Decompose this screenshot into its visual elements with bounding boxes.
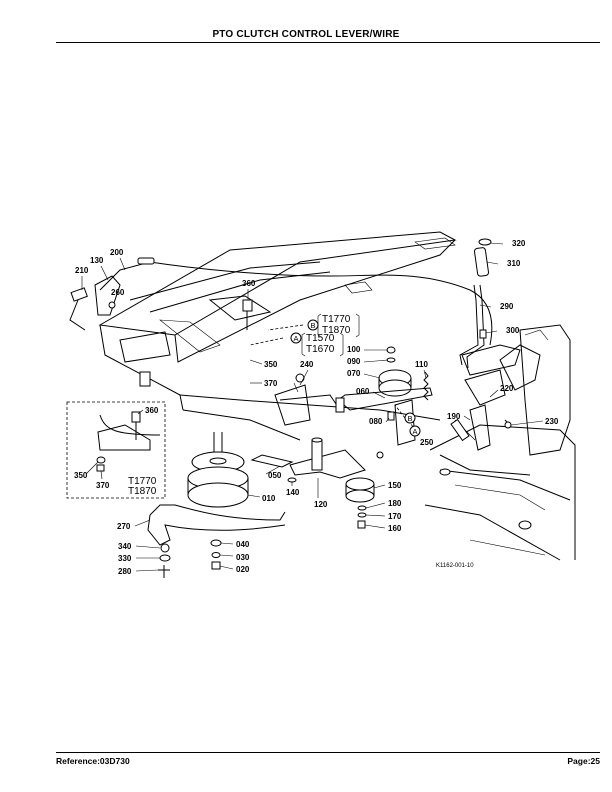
model-label: T1670 [306, 344, 335, 355]
control-lever [450, 238, 521, 451]
part-label: 050 [268, 471, 282, 480]
model-label: T1870 [322, 325, 351, 336]
part-label: 090 [347, 357, 361, 366]
part-label: 360 [242, 279, 256, 288]
part-label: 240 [300, 360, 314, 369]
part-label: 280 [118, 567, 132, 576]
part-label: 310 [507, 259, 521, 268]
frame-illustration [98, 231, 576, 561]
part-label: 370 [264, 379, 278, 388]
label-leaders [81, 242, 544, 572]
footer-rule [56, 752, 600, 753]
model-label: T1570 [306, 333, 335, 344]
part-label: 160 [388, 524, 402, 533]
connector-marker-a: A [413, 427, 418, 436]
part-label: 070 [347, 369, 361, 378]
part-label: 180 [388, 499, 402, 508]
tension-arm [274, 373, 433, 483]
part-label: 110 [415, 360, 428, 369]
part-label: 100 [347, 345, 361, 354]
part-label: 210 [75, 266, 89, 275]
part-label: 010 [262, 494, 276, 503]
model-callouts: T1770 T1870 T1570 T1670 T1770 T1870 B A … [128, 313, 474, 569]
part-label: 330 [118, 554, 132, 563]
part-label: 150 [388, 481, 402, 490]
pulleys-belt-guide [147, 346, 429, 578]
part-label: 230 [545, 417, 559, 426]
inset-model-label: T1770 [128, 476, 157, 487]
part-label: 370 [96, 481, 110, 490]
part-label: 320 [512, 239, 526, 248]
part-label: 120 [314, 500, 328, 509]
part-label: 030 [236, 553, 250, 562]
part-label: 080 [369, 417, 383, 426]
part-label: 340 [118, 542, 132, 551]
part-label: 360 [145, 406, 159, 415]
header-rule [56, 42, 600, 43]
part-label: 270 [117, 522, 131, 531]
inset-detail [66, 401, 166, 499]
part-label: 040 [236, 540, 250, 549]
model-label: T1770 [322, 314, 351, 325]
part-label: 200 [110, 248, 124, 257]
part-label: 130 [90, 256, 104, 265]
inset-model-label: T1870 [128, 486, 157, 497]
connector-marker-b: B [408, 414, 413, 423]
page-title: PTO CLUTCH CONTROL LEVER/WIRE [212, 29, 400, 40]
connector-marker-b: B [311, 321, 316, 330]
part-label: 290 [500, 302, 514, 311]
part-label: 350 [74, 471, 88, 480]
connector-marker-a: A [294, 334, 299, 343]
part-labels: 010 020 030 040 050 060 070 080 090 100 … [74, 239, 559, 576]
pto-wire [69, 257, 493, 346]
part-label: 250 [420, 438, 434, 447]
reference-number: Reference:03D730 [56, 756, 130, 766]
part-label: 170 [388, 512, 402, 521]
part-label: 020 [236, 565, 250, 574]
part-label: 060 [356, 387, 370, 396]
page-number: Page:25 [567, 756, 600, 766]
part-label: 300 [506, 326, 520, 335]
part-label: 350 [264, 360, 278, 369]
part-label: 190 [447, 412, 461, 421]
drawing-reference: K1162-001-10 [436, 563, 474, 569]
part-label: 260 [111, 288, 125, 297]
part-label: 220 [500, 384, 514, 393]
part-label: 140 [286, 488, 300, 497]
